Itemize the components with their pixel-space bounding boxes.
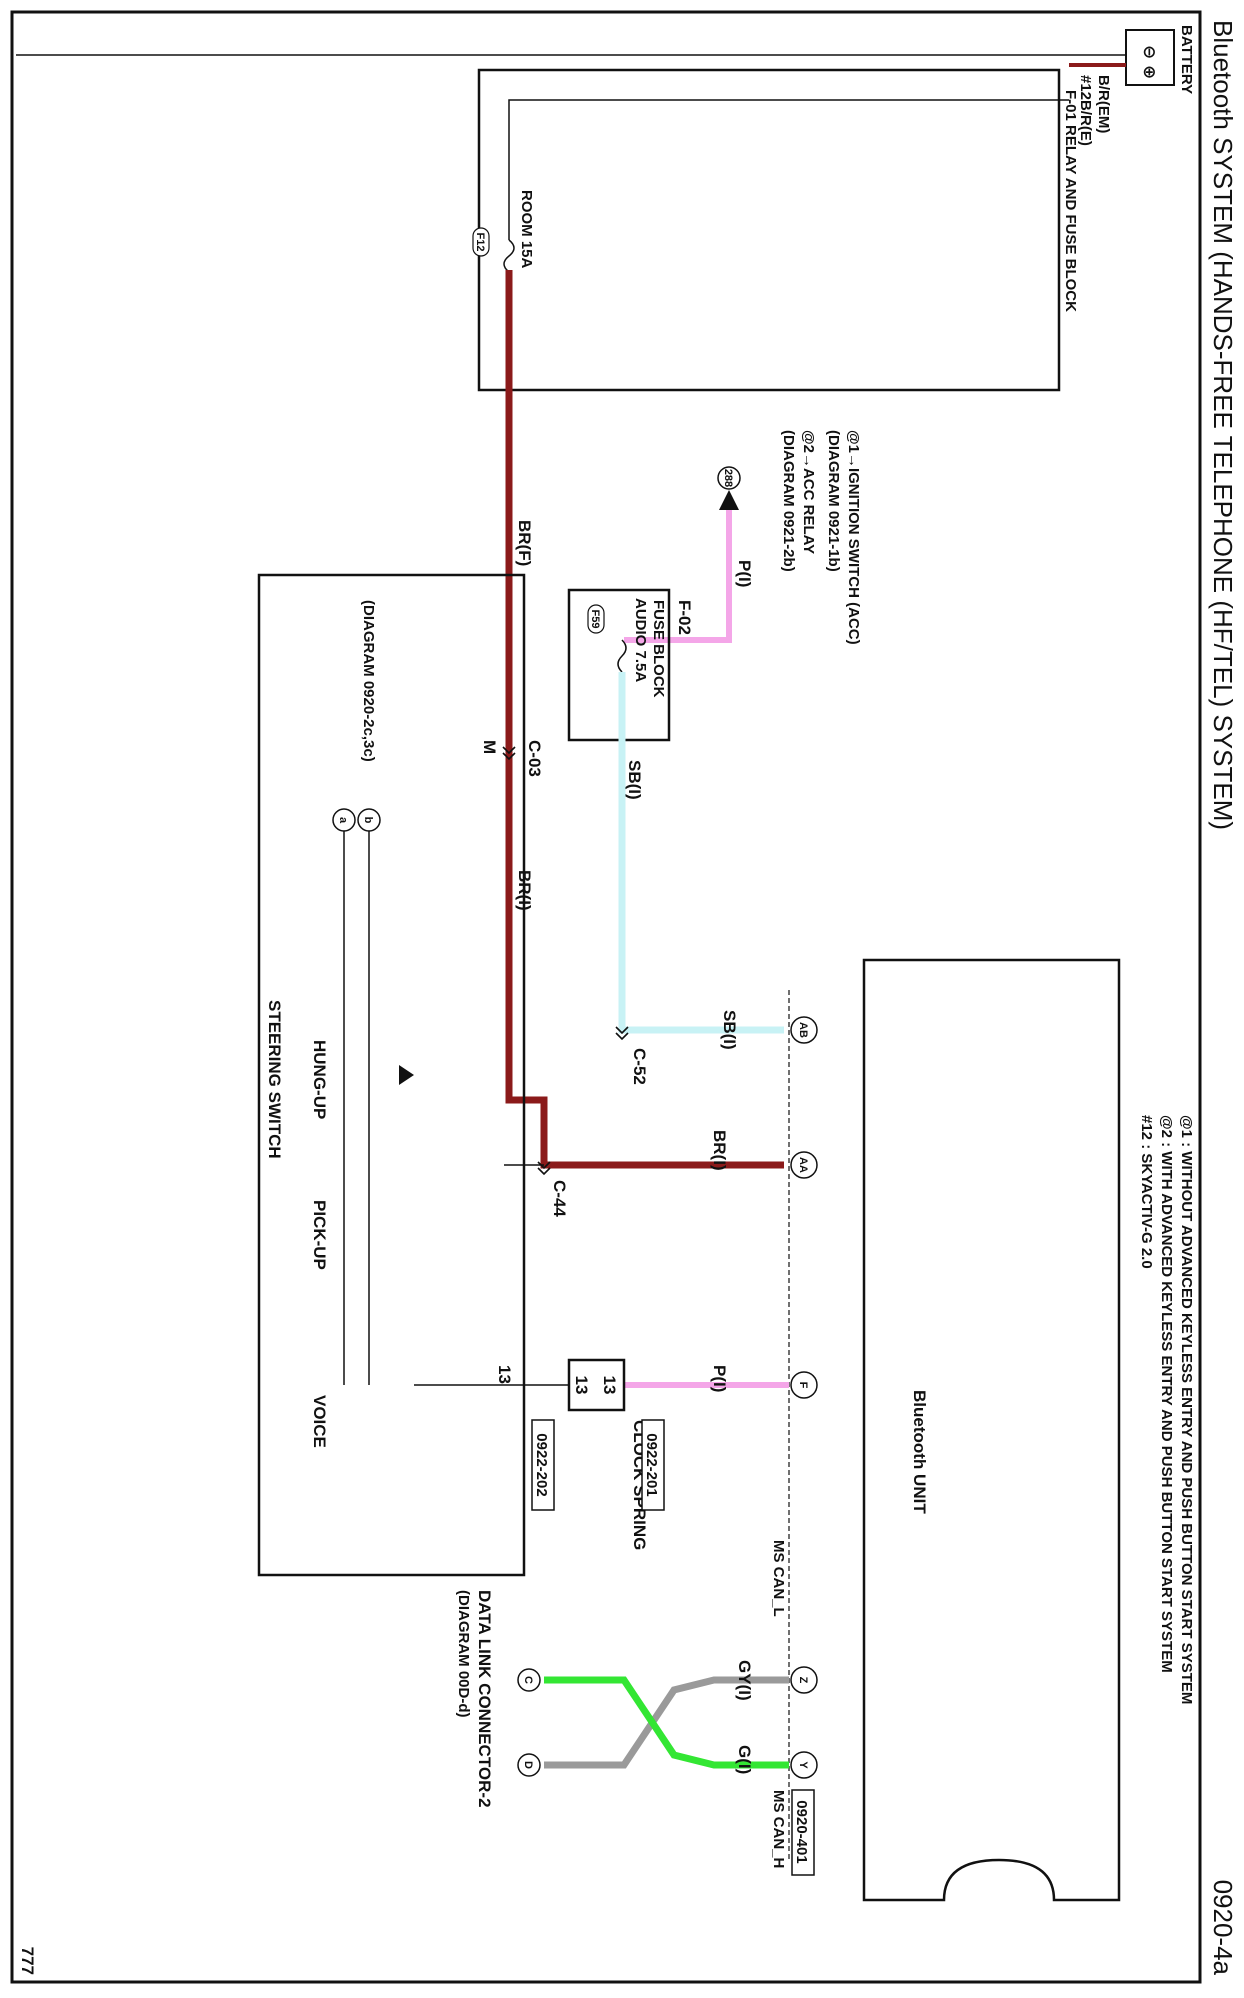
room-fuse-symbol — [503, 239, 515, 273]
pink-wire-ign — [624, 510, 732, 643]
sb-i-label: SB(I) — [625, 760, 644, 800]
clock-spring-pin: 13 — [600, 1376, 619, 1395]
can-l-label: MS CAN_L — [770, 1540, 787, 1617]
pin-b: b — [362, 817, 374, 824]
c03-label: C-03 — [525, 740, 544, 777]
bt-ref: 0920-401 — [793, 1800, 810, 1863]
brown-wire — [505, 270, 694, 1169]
c52-label: C-52 — [630, 1048, 649, 1085]
battery-label: BATTERY — [1178, 25, 1195, 94]
bluetooth-unit-box — [862, 958, 1121, 1902]
m-label: M — [480, 740, 499, 754]
note-1: @1 : WITHOUT ADVANCED KEYLESS ENTRY AND … — [1178, 1115, 1195, 1704]
audio-fuse-id-box — [587, 604, 605, 634]
wire-em-label: B/R(EM) — [1095, 75, 1112, 133]
c44-label: C-44 — [550, 1180, 569, 1217]
ign-arrow — [719, 490, 739, 510]
switch-voice: VOICE — [310, 1395, 329, 1448]
clock-spring-pin2: 13 — [572, 1376, 591, 1395]
ign-line4: (DIAGRAM 0921-2b) — [780, 430, 797, 572]
ign-line3: @2→ACC RELAY — [800, 430, 817, 554]
dlc-diagram: (DIAGRAM 00D-d) — [455, 1590, 472, 1718]
pin-a-circle — [332, 808, 356, 832]
pin-ab-label: AB — [797, 1022, 809, 1038]
bluetooth-unit-name: Bluetooth UNIT — [910, 1390, 929, 1514]
note-3: #12 : SKYACTIV-G 2.0 — [1138, 1115, 1155, 1269]
br-i2-label: BR(I) — [710, 1130, 729, 1171]
dlc-pin-c: C — [522, 1676, 534, 1684]
steering-switch-name: STEERING SWITCH — [265, 1000, 284, 1159]
g-i-label: G(I) — [735, 1745, 754, 1774]
pin-f-label: F — [797, 1382, 809, 1389]
pin-aa-label: AA — [797, 1157, 809, 1173]
gray-wire — [544, 1676, 789, 1769]
ign-ref: 288 — [722, 469, 734, 487]
fuse-block-id: F-02 — [675, 600, 694, 635]
battery-plus: ⊕ — [1140, 65, 1159, 79]
room-fuse-id-box — [472, 227, 490, 257]
pin-z — [790, 1666, 818, 1694]
diagram-title: Bluetooth SYSTEM (HANDS-FREE TELEPHONE (… — [1208, 20, 1238, 830]
ign-line1: @1→IGNITION SWITCH (ACC) — [845, 430, 862, 645]
dlc-pin-c-circle — [517, 1668, 541, 1692]
wire-13-label: 13 — [495, 1365, 514, 1384]
ign-line2: (DIAGRAM 0921-1b) — [825, 430, 842, 572]
p-i-label: P(I) — [710, 1365, 729, 1392]
pin-b-circle — [357, 808, 381, 832]
room-fuse-feed — [508, 99, 1069, 240]
ign-ref-circle — [717, 466, 741, 490]
switch-pick-up: PICK-UP — [310, 1200, 329, 1270]
room-fuse-id: F12 — [474, 233, 486, 252]
pin-aa — [790, 1151, 818, 1179]
battery-minus: ⊖ — [1140, 45, 1159, 59]
br-f-label: BR(F) — [515, 520, 534, 566]
pin-f — [790, 1371, 818, 1399]
pin-y-label: Y — [797, 1761, 809, 1769]
relay-block-name: F-01 RELAY AND FUSE BLOCK — [1062, 90, 1079, 312]
skyblue-wire — [618, 672, 784, 1034]
steering-diagram-ref: (DIAGRAM 0920-2c,3c) — [360, 600, 377, 762]
audio-fuse-symbol — [617, 639, 627, 673]
p-i-top-label: P(I) — [735, 560, 754, 587]
pin-b-arrow — [399, 1065, 414, 1085]
clock-spring-ref2-box — [531, 1419, 555, 1511]
steering-switch-box — [257, 573, 526, 1577]
can-h-label: MS CAN_H — [770, 1790, 787, 1868]
page-code: 0920-4a — [1208, 1880, 1238, 1976]
dlc-pin-d: D — [522, 1761, 534, 1769]
relay-fuse-block — [477, 68, 1061, 392]
pin-ab — [790, 1016, 818, 1044]
clock-spring-ref1-box — [641, 1419, 665, 1511]
sb-i2-label: SB(I) — [720, 1010, 739, 1050]
battery-symbol — [1125, 29, 1175, 86]
clock-spring-ref1: 0922-201 — [643, 1433, 660, 1496]
gy-i-label: GY(I) — [735, 1660, 754, 1701]
pin-y — [790, 1751, 818, 1779]
bt-ref-box — [791, 1789, 815, 1876]
clock-spring-ref2: 0922-202 — [533, 1433, 550, 1496]
green-wire — [544, 1676, 789, 1769]
note-2: @2 : WITH ADVANCED KEYLESS ENTRY AND PUS… — [1158, 1115, 1175, 1673]
dlc-pin-d-circle — [517, 1753, 541, 1777]
wire-e-label: #12B/R(E) — [1077, 75, 1094, 146]
corner-code: 777 — [18, 1947, 37, 1975]
audio-fuse-label: AUDIO 7.5A — [632, 598, 649, 682]
pin-a: a — [337, 817, 349, 824]
audio-fuse-id: F59 — [589, 610, 601, 629]
page-border — [10, 10, 1202, 1984]
fuse-block-name: FUSE BLOCK — [650, 600, 667, 698]
dlc-name: DATA LINK CONNECTOR-2 — [475, 1590, 494, 1808]
switch-hung-up: HUNG-UP — [310, 1040, 329, 1119]
room-fuse-label: ROOM 15A — [518, 190, 535, 269]
diagram-content: Bluetooth SYSTEM (HANDS-FREE TELEPHONE (… — [16, 20, 1238, 1976]
pin-z-label: Z — [797, 1677, 809, 1684]
